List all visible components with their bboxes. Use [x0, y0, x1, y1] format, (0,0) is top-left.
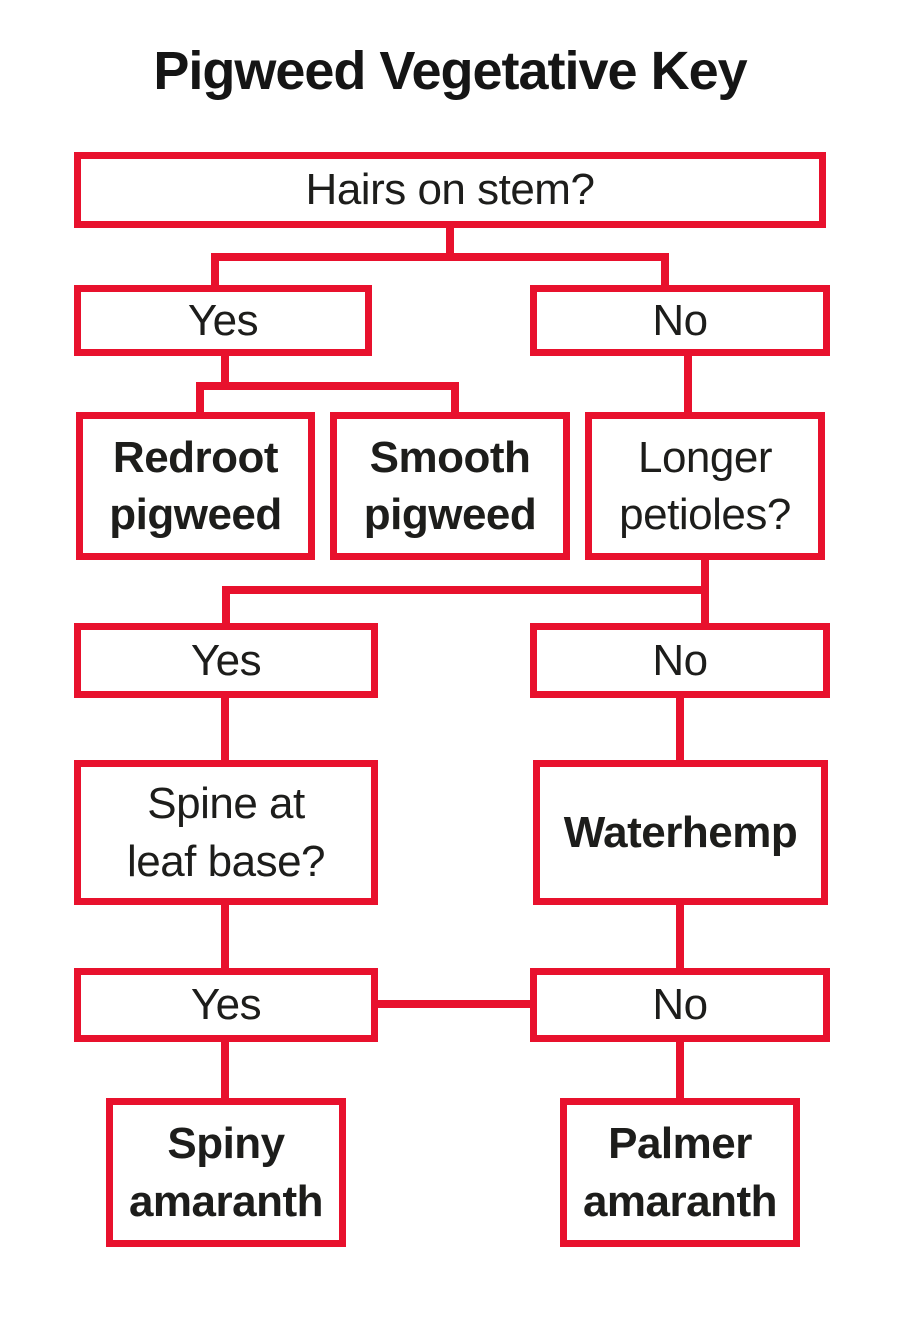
node-no-1: No	[530, 285, 830, 356]
node-label-line: Smooth	[369, 432, 531, 482]
node-label: Spiny amaranth	[128, 1115, 324, 1229]
node-hairs-on-stem: Hairs on stem?	[74, 152, 826, 228]
node-label: Spine at leaf base?	[126, 775, 326, 889]
node-label-line: amaranth	[582, 1176, 778, 1226]
node-no-3: No	[530, 968, 830, 1042]
connector-hairs-stem	[446, 224, 454, 261]
node-label: Yes	[190, 980, 262, 1030]
connector-drop-yes1	[211, 253, 219, 291]
connector-yes3-spiny	[221, 1036, 229, 1104]
node-yes-1: Yes	[74, 285, 372, 356]
node-spiny-amaranth: Spiny amaranth	[106, 1098, 346, 1247]
connector-yes2-spine	[221, 692, 229, 766]
node-label: Longer petioles?	[619, 429, 791, 543]
node-no-2: No	[530, 623, 830, 698]
connector-yes1-split	[196, 382, 459, 390]
connector-drop-smooth	[451, 382, 459, 418]
node-label: Hairs on stem?	[305, 165, 595, 215]
node-label-line: petioles?	[619, 490, 791, 539]
node-redroot-pigweed: Redroot pigweed	[76, 412, 315, 560]
node-label: Yes	[187, 295, 259, 345]
connector-waterhemp-no3	[676, 899, 684, 974]
node-label: No	[652, 635, 708, 685]
node-label-line: Longer	[637, 432, 773, 482]
connector-spine-yes3	[221, 899, 229, 974]
node-smooth-pigweed: Smooth pigweed	[330, 412, 570, 560]
node-label-line: leaf base?	[126, 836, 326, 886]
node-label: Yes	[190, 635, 262, 685]
connector-drop-no1	[661, 253, 669, 291]
node-label: No	[652, 295, 708, 345]
connector-yes1-stem	[221, 350, 229, 390]
node-label: Redroot pigweed	[109, 429, 282, 543]
node-yes-3: Yes	[74, 968, 378, 1042]
connector-petioles-split	[222, 586, 709, 594]
node-yes-2: Yes	[74, 623, 378, 698]
node-waterhemp: Waterhemp	[533, 760, 828, 905]
connector-yes3-no3	[370, 1000, 534, 1008]
node-label: No	[652, 980, 708, 1030]
node-label-line: Spine at	[147, 779, 305, 829]
page-title: Pigweed Vegetative Key	[153, 41, 747, 101]
connector-drop-redroot	[196, 382, 204, 418]
node-palmer-amaranth: Palmer amaranth	[560, 1098, 800, 1247]
node-label-line: pigweed	[109, 490, 282, 539]
node-label-line: amaranth	[128, 1176, 324, 1226]
node-label-line: Spiny	[167, 1119, 285, 1169]
node-label: Waterhemp	[563, 807, 798, 857]
node-label: Palmer amaranth	[582, 1115, 778, 1229]
node-longer-petioles: Longer petioles?	[585, 412, 825, 560]
connector-hairs-split	[211, 253, 669, 261]
connector-drop-yes2	[222, 586, 230, 629]
connector-no3-palmer	[676, 1036, 684, 1104]
connector-no1-petioles	[684, 350, 692, 418]
connector-no2-waterhemp	[676, 692, 684, 766]
node-label: Smooth pigweed	[364, 429, 537, 543]
node-label-line: Palmer	[608, 1119, 752, 1169]
node-label-line: pigweed	[363, 490, 537, 539]
node-label-line: Redroot	[112, 432, 279, 482]
node-spine-at-leaf-base: Spine at leaf base?	[74, 760, 378, 905]
